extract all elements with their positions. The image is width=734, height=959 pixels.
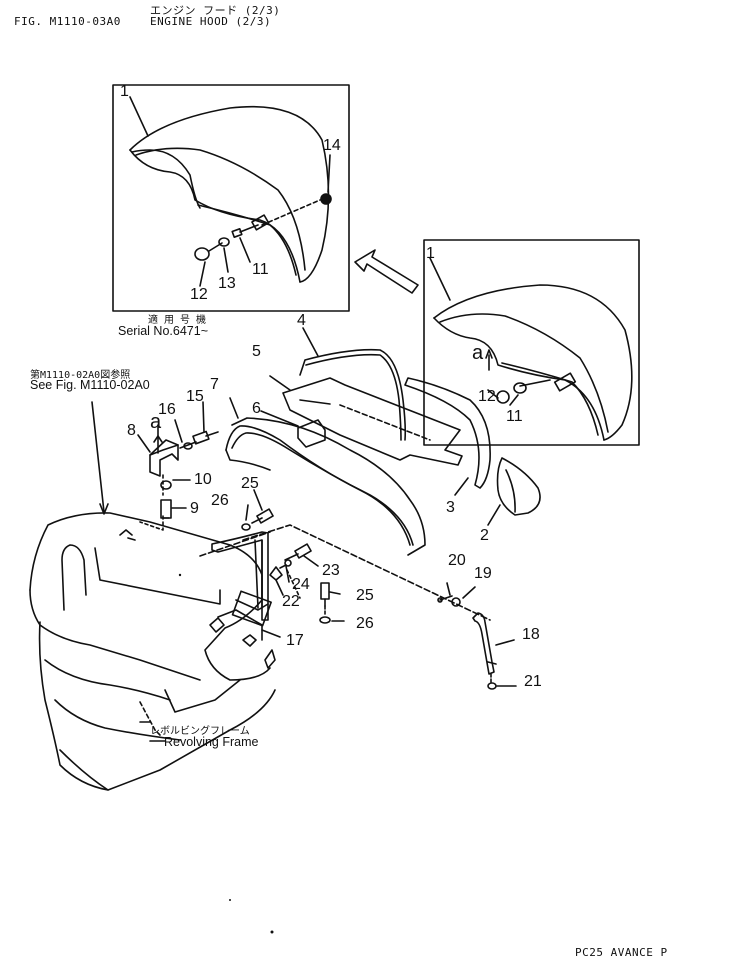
part-label-12-inset-top: 12 [190, 286, 208, 303]
part-18-rod [473, 613, 496, 674]
detail-label-a-bracket: a [150, 411, 162, 433]
part-label-5: 5 [252, 343, 261, 360]
part-label-3: 3 [446, 499, 455, 516]
part-19-washer [452, 598, 460, 606]
inset-box-detail-a [424, 240, 639, 445]
part-label-9: 9 [190, 500, 199, 517]
title-jp: エンジン フード (2/3) [150, 4, 281, 17]
part-label-25-lower: 25 [356, 587, 374, 604]
title-en: ENGINE HOOD (2/3) [150, 15, 272, 28]
hood-latch-assembly-inset-right [486, 350, 575, 403]
serial-number: Serial No.6471~ [118, 324, 208, 338]
part-8-bracket [150, 440, 178, 476]
part-label-24: 24 [292, 576, 310, 593]
part-15-bolt [193, 432, 218, 444]
hood-part-1-inset-right [434, 285, 632, 440]
part-label-12-inset-right: 12 [478, 388, 496, 405]
part-9-bolt [161, 500, 171, 518]
part-3-side-cover [405, 378, 490, 488]
reference-note-en: See Fig. M1110-02A0 [30, 378, 150, 392]
hood-stay-assembly [212, 532, 271, 626]
part-20-pin [438, 596, 452, 602]
part-5-plate [283, 378, 462, 465]
part-2-rear-cover [498, 458, 541, 515]
part-4-seal-frame [300, 350, 405, 440]
part-label-7: 7 [210, 376, 219, 393]
figure-number: FIG. M1110-03A0 [14, 15, 121, 28]
reference-note-jp: 第M1110-02A0図参照 [30, 370, 131, 381]
part-label-1-inset-right: 1 [426, 245, 435, 262]
part-label-19: 19 [474, 565, 492, 582]
frame-label-jp: レボルビングフレーム [150, 726, 250, 737]
part-26-washer-lower [320, 617, 330, 623]
part-label-16: 16 [158, 401, 176, 418]
part-label-25-upper: 25 [241, 475, 259, 492]
part-25-bolt-lower [321, 583, 329, 606]
part-label-14: 14 [323, 137, 341, 154]
part-label-11-inset-right: 11 [506, 408, 523, 425]
part-label-10: 10 [194, 471, 212, 488]
part-25-bolt-upper [257, 509, 273, 523]
part-label-23: 23 [322, 562, 340, 579]
part-23-bolt [285, 544, 311, 560]
part-21-nut [488, 683, 496, 689]
serial-label-jp: 適 用 号 機 [148, 315, 207, 326]
engine-housing-reference [30, 513, 275, 790]
direction-arrow [355, 250, 418, 293]
part-label-8: 8 [127, 422, 136, 439]
part-label-1-inset-top: 1 [120, 83, 129, 100]
part-26-washer-upper [242, 524, 250, 530]
hood-latch-assembly-inset-top [195, 194, 331, 260]
part-label-18: 18 [522, 626, 540, 643]
part-label-22: 22 [282, 593, 300, 610]
part-6-pad [298, 420, 325, 447]
part-label-6: 6 [252, 400, 261, 417]
part-label-11-inset-top: 11 [252, 261, 269, 278]
hood-part-1-inset-top [130, 107, 329, 282]
part-7-hood-frame [226, 418, 425, 555]
frame-label-en: Revolving Frame [164, 735, 259, 749]
part-label-13: 13 [218, 275, 236, 292]
part-label-2: 2 [480, 527, 489, 544]
part-10-nut [161, 481, 171, 489]
part-label-20: 20 [448, 552, 466, 569]
part-24-washer [285, 560, 291, 566]
part-label-26-lower: 26 [356, 615, 374, 632]
part-label-26-upper: 26 [211, 492, 229, 509]
part-label-4: 4 [297, 312, 306, 329]
inset-box-serial [113, 85, 349, 311]
part-label-21: 21 [524, 673, 542, 690]
footer-code: PC25 AVANCE P [575, 946, 668, 959]
detail-label-a-inset: a [472, 342, 484, 364]
part-label-15: 15 [186, 388, 204, 405]
part-label-17: 17 [286, 632, 304, 649]
